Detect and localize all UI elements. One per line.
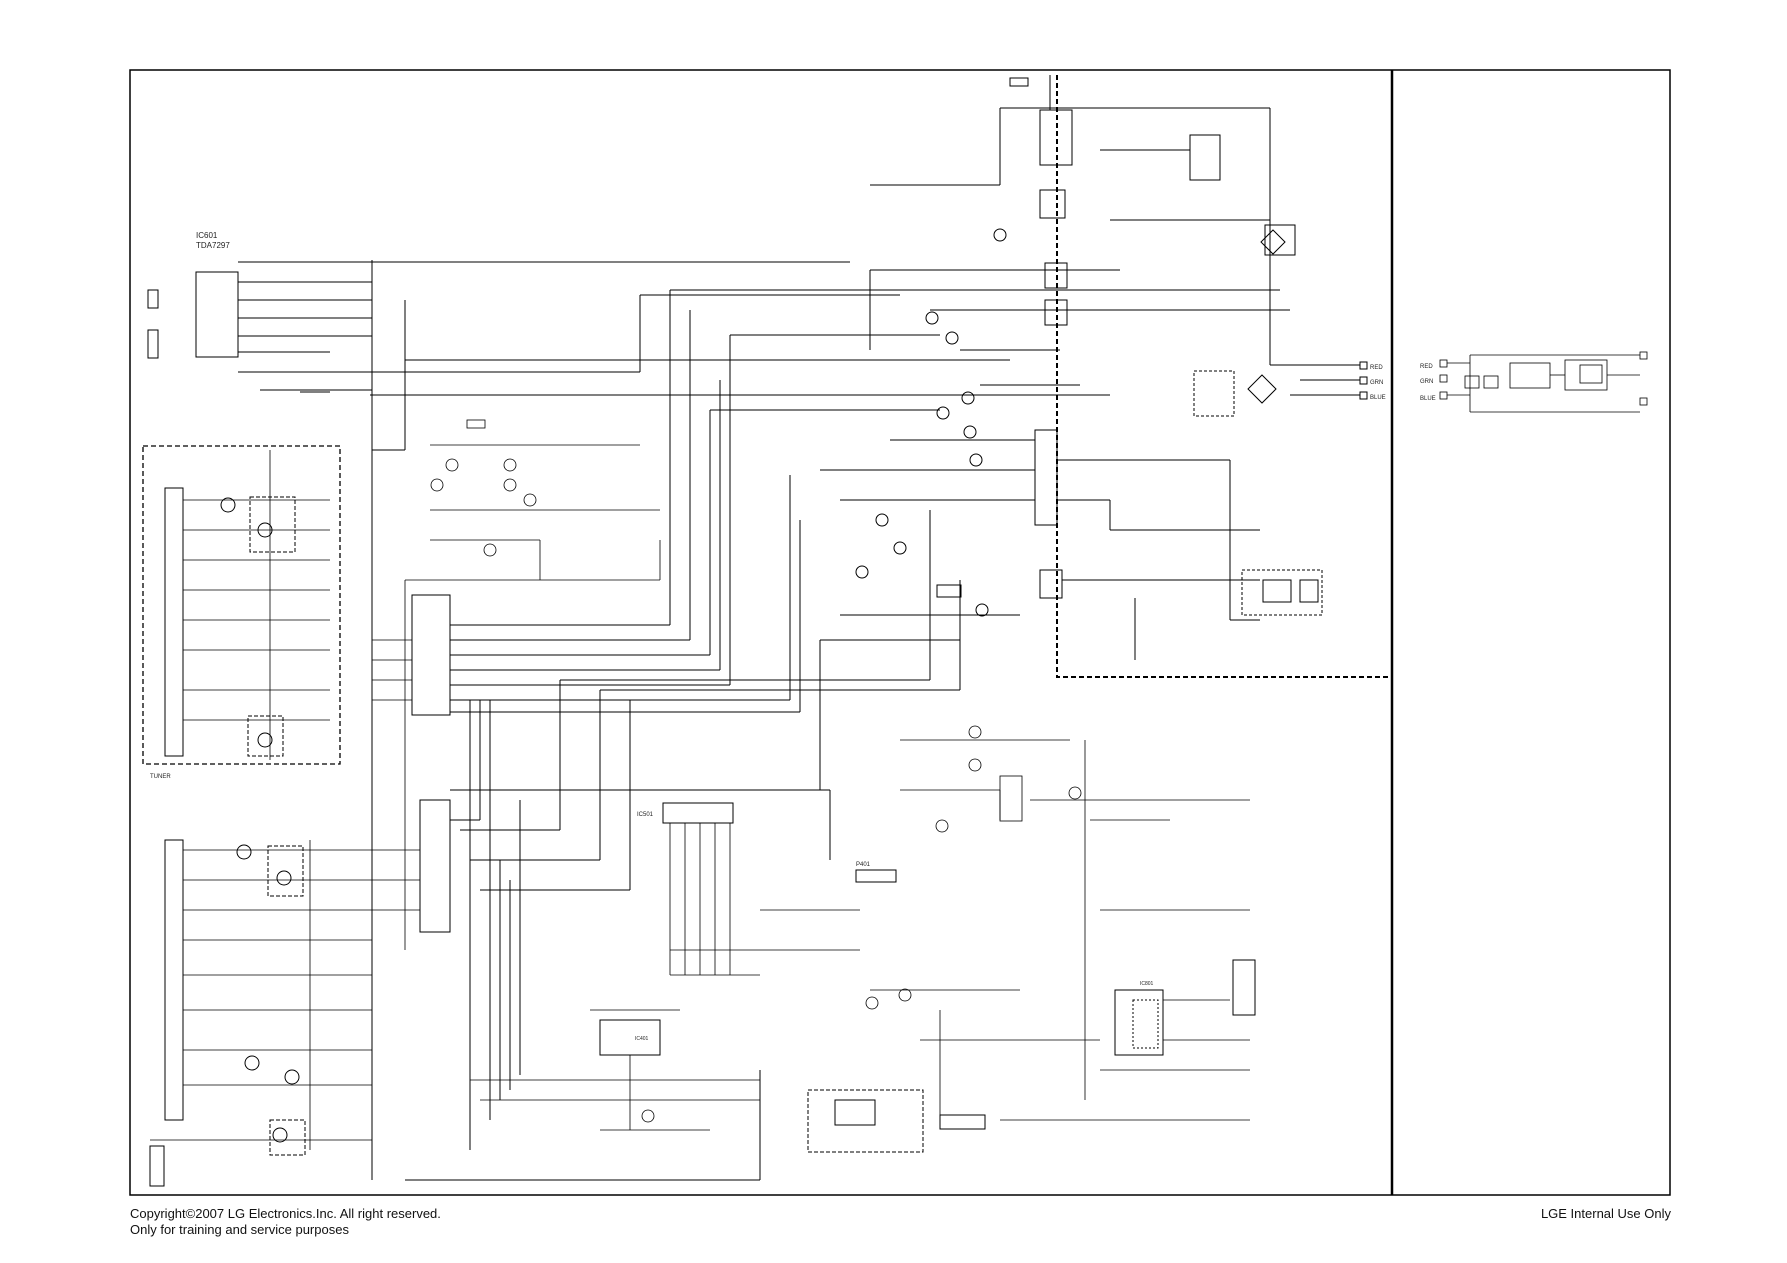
copyright-line-1: Copyright©2007 LG Electronics.Inc. All r… [130, 1206, 441, 1221]
video-ic-lower [419, 799, 451, 933]
power-ic-ref: IC801 [1140, 981, 1154, 987]
output-connectors-main [1290, 361, 1368, 400]
power-controller-box [1241, 569, 1323, 616]
audio-amp-ic601: IC601 TDA7297 [147, 231, 239, 359]
power-ic801 [1114, 989, 1164, 1056]
audio-amp-ref: IC601 [196, 231, 218, 240]
side-label-red: RED [1420, 364, 1433, 370]
video-ic-upper [411, 594, 451, 716]
side-panel-circuit [1439, 351, 1648, 413]
mid-left-circuit [430, 419, 660, 580]
side-label-blue: BLUE [1420, 396, 1436, 402]
copyright-line-2: Only for training and service purposes [130, 1222, 349, 1237]
tuner-box-upper [142, 445, 341, 765]
footer-copyright: Copyright©2007 LG Electronics.Inc. All r… [130, 1206, 441, 1238]
schematic-frame [129, 69, 1671, 1196]
side-label-grn: GRN [1420, 379, 1433, 385]
sound-ic-ref: IC401 [635, 1036, 649, 1042]
tuner-label-upper: TUNER [150, 774, 171, 780]
output-label-blue: BLUE [1370, 395, 1386, 401]
footer-internal-use: LGE Internal Use Only [1540, 1206, 1671, 1221]
output-label-grn: GRN [1370, 380, 1383, 386]
audio-amp-part: TDA7297 [196, 241, 230, 250]
output-label-red: RED [1370, 365, 1383, 371]
cpu-ref: IC501 [637, 812, 654, 818]
sound-ic401 [599, 1019, 661, 1056]
cpu-ic501 [662, 802, 734, 824]
connector-label: P401 [856, 862, 871, 868]
isolation-boundary [1056, 75, 1392, 678]
